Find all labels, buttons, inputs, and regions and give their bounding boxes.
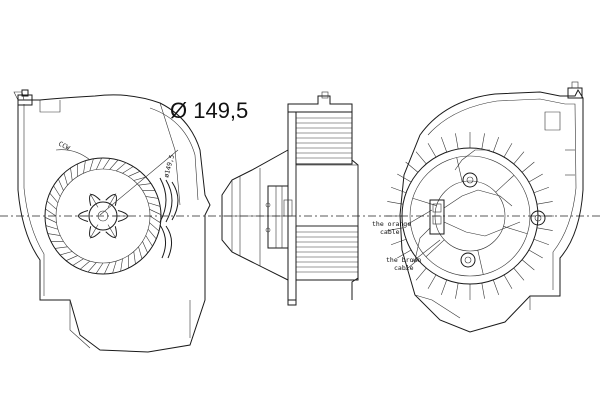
orange-cable-label-2: cable — [380, 228, 400, 236]
screw-bottom — [460, 252, 476, 268]
front-view: CCW ø149,5 — [13, 89, 211, 353]
bottom-vanes — [295, 164, 359, 281]
brown-cable-leader — [411, 239, 441, 263]
side-vanes — [159, 177, 179, 259]
diameter-dimension: Ø 149,5 — [170, 98, 248, 123]
side-view — [221, 91, 359, 306]
rotation-arrow — [55, 149, 91, 161]
orange-cable-label-1: the orange — [372, 220, 411, 228]
brown-cable-label-1: the brown — [386, 256, 421, 264]
outer-ribs — [386, 132, 554, 300]
orange-cable-leader — [407, 209, 433, 225]
fan-wheel — [44, 157, 162, 275]
screw-right — [530, 210, 546, 226]
brown-cable-label-2: cable — [394, 264, 414, 272]
connector-block — [429, 199, 445, 235]
rear-view: the orange cable the brown cable — [372, 81, 584, 333]
screw-top — [462, 172, 478, 188]
top-vanes — [295, 111, 353, 165]
